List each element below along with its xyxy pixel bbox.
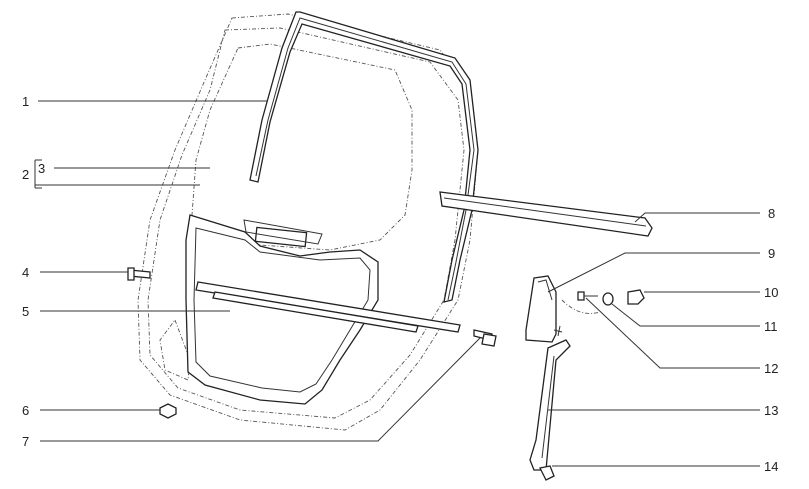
callout-11: 11 (764, 319, 778, 334)
pin-clip (127, 267, 151, 281)
callout-2: 2 (22, 167, 29, 182)
window-run-channel (249, 11, 479, 303)
callout-9: 9 (768, 246, 775, 261)
nut-clip (627, 289, 645, 305)
end-cap (525, 275, 557, 343)
callout-14: 14 (764, 459, 778, 474)
guide-rail (439, 191, 653, 237)
door-pin (473, 329, 497, 347)
callout-5: 5 (22, 304, 29, 319)
small-screw (539, 465, 555, 481)
leader-lines (34, 100, 760, 467)
window-glass (191, 43, 413, 251)
callout-7: 7 (22, 434, 29, 449)
callout-10: 10 (764, 285, 778, 300)
callout-labels: 1 2 3 4 5 6 7 8 9 10 11 12 13 14 (22, 94, 778, 474)
callout-1: 1 (22, 94, 29, 109)
callout-13: 13 (764, 403, 778, 418)
callout-12: 12 (764, 361, 778, 376)
round-clip (159, 403, 177, 419)
screw-head (577, 291, 585, 301)
callout-8: 8 (768, 206, 775, 221)
callout-3: 3 (38, 161, 45, 176)
fasteners-group (561, 289, 645, 314)
vertical-channel (529, 325, 571, 471)
callout-6: 6 (22, 403, 29, 418)
weatherstrip (195, 281, 461, 333)
washer (602, 292, 614, 306)
callout-4: 4 (22, 265, 29, 280)
